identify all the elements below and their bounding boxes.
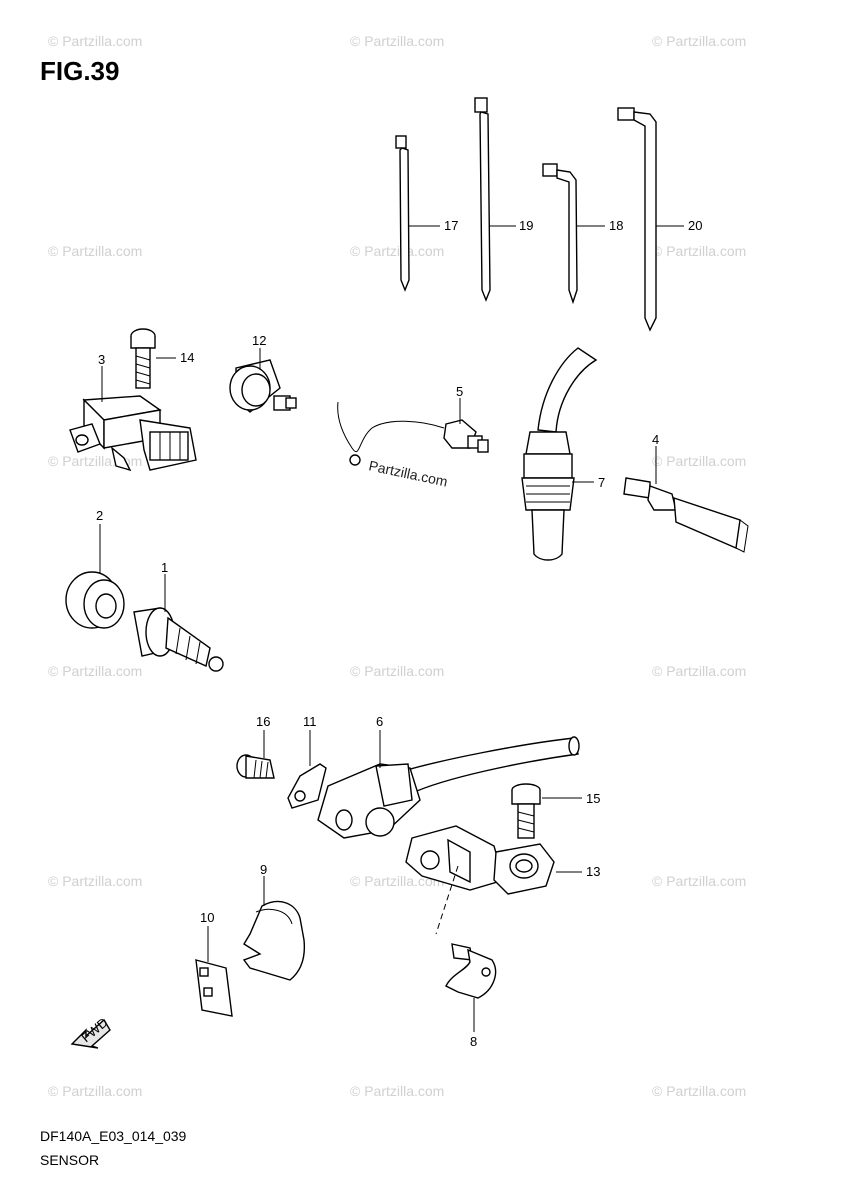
- callout-labels: 1 2 3 4 5 6 7 8 9 10 11 12 13 14 15 16 1…: [96, 218, 702, 1049]
- watermark: © Partzilla.com: [652, 453, 746, 469]
- alignment-line: [435, 865, 459, 935]
- part-20-cable-tie: [617, 107, 684, 332]
- watermark: © Partzilla.com: [350, 663, 444, 679]
- callout-15: 15: [586, 791, 600, 806]
- watermark: © Partzilla.com: [350, 873, 444, 889]
- watermark: © Partzilla.com: [350, 243, 444, 259]
- part-17-cable-tie: [395, 135, 440, 292]
- watermark: © Partzilla.com: [350, 1083, 444, 1099]
- watermark: © Partzilla.com: [652, 243, 746, 259]
- part-9-clip: [242, 876, 306, 981]
- callout-17: 17: [444, 218, 458, 233]
- watermark-grid: © Partzilla.com © Partzilla.com © Partzi…: [48, 33, 746, 1099]
- part-18-cable-tie: [542, 163, 605, 305]
- center-watermark: Partzilla.com: [367, 457, 449, 489]
- watermark: © Partzilla.com: [48, 1083, 142, 1099]
- part-19-cable-tie: [474, 97, 516, 302]
- watermark: © Partzilla.com: [652, 873, 746, 889]
- callout-12: 12: [252, 333, 266, 348]
- callout-5: 5: [456, 384, 463, 399]
- figure-title: FIG.39: [40, 56, 120, 86]
- callout-2: 2: [96, 508, 103, 523]
- watermark: © Partzilla.com: [652, 1083, 746, 1099]
- part-8-pin: [445, 943, 497, 1032]
- watermark: © Partzilla.com: [350, 33, 444, 49]
- figure-code: DF140A_E03_014_039: [40, 1128, 187, 1144]
- part-16-bolt: [236, 730, 275, 779]
- callout-11: 11: [303, 714, 317, 729]
- watermark: © Partzilla.com: [48, 663, 142, 679]
- callout-19: 19: [519, 218, 533, 233]
- callout-13: 13: [586, 864, 600, 879]
- part-14-bolt: [130, 328, 176, 389]
- callout-18: 18: [609, 218, 623, 233]
- part-15-bolt: [511, 783, 582, 839]
- watermark: © Partzilla.com: [48, 243, 142, 259]
- part-7-o2-sensor: [521, 347, 598, 561]
- watermark: © Partzilla.com: [48, 873, 142, 889]
- part-5-sensor-wire: [337, 398, 489, 466]
- callout-16: 16: [256, 714, 270, 729]
- watermark: © Partzilla.com: [652, 33, 746, 49]
- callout-9: 9: [260, 862, 267, 877]
- part-11-plate: [287, 730, 327, 809]
- callout-1: 1: [161, 560, 168, 575]
- callout-8: 8: [470, 1034, 477, 1049]
- callout-4: 4: [652, 432, 659, 447]
- figure-name: SENSOR: [40, 1152, 100, 1168]
- part-1-sensor: [133, 574, 224, 672]
- part-10-clamp: [195, 926, 233, 1017]
- callout-6: 6: [376, 714, 383, 729]
- part-4-temp-sensor: [623, 446, 749, 553]
- part-6-crank-sensor: [317, 730, 580, 839]
- part-2-grommet: [65, 524, 125, 629]
- watermark: © Partzilla.com: [48, 33, 142, 49]
- callout-14: 14: [180, 350, 194, 365]
- watermark: © Partzilla.com: [652, 663, 746, 679]
- callout-20: 20: [688, 218, 702, 233]
- fwd-arrow: FWD: [70, 1015, 111, 1049]
- callout-3: 3: [98, 352, 105, 367]
- part-3-map-sensor: [69, 366, 197, 472]
- part-13-bracket: [405, 825, 582, 895]
- callout-10: 10: [200, 910, 214, 925]
- part-12-knock-sensor: [229, 348, 297, 413]
- callout-7: 7: [598, 475, 605, 490]
